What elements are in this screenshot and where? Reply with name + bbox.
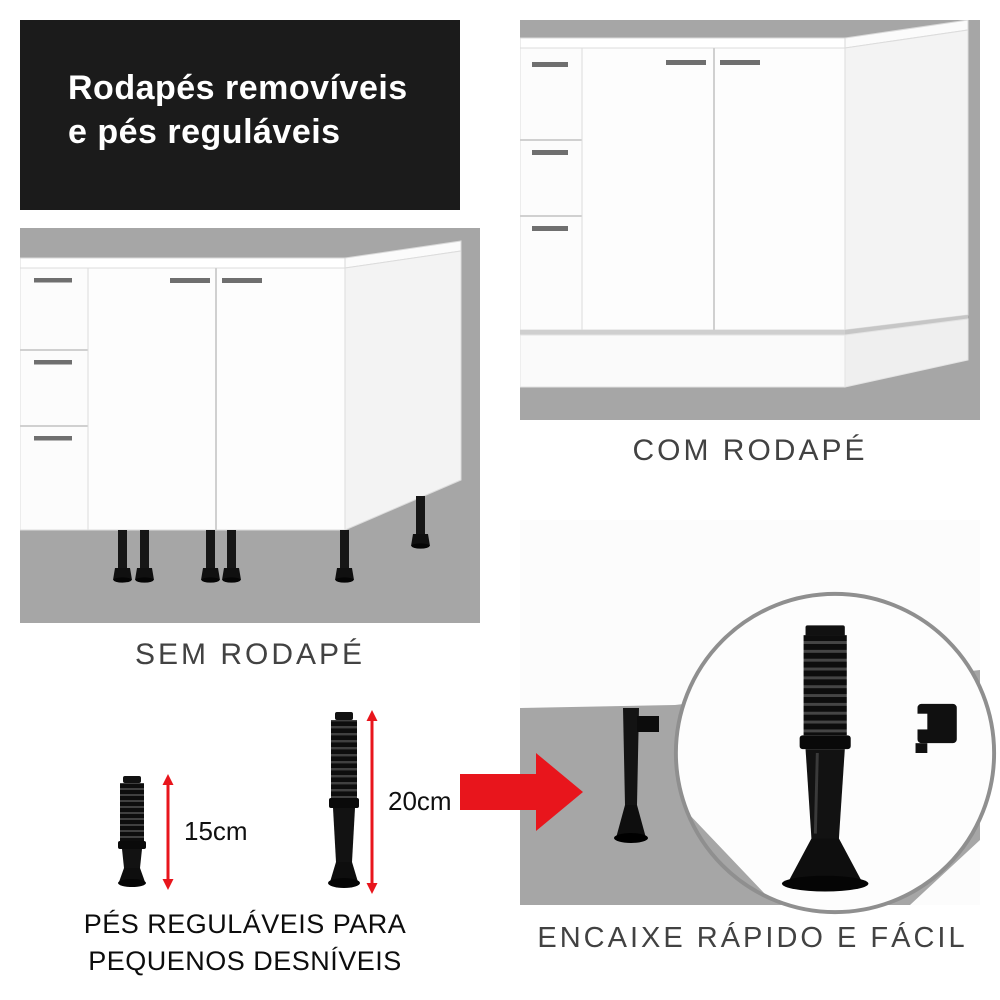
- panel-sem-rodape: [20, 228, 480, 623]
- label-encaixe: ENCAIXE RÁPIDO E FÁCIL: [537, 922, 968, 954]
- feet-caption-line-2: PEQUENOS DESNÍVEIS: [88, 946, 402, 976]
- short-foot-illustration: [112, 776, 152, 888]
- mounted-leg: [614, 708, 659, 843]
- title-banner: Rodapés removíveis e pés reguláveis: [20, 20, 460, 210]
- feet-caption: PÉS REGULÁVEIS PARA PEQUENOS DESNÍVEIS: [20, 906, 470, 980]
- banner-title-line-2: e pés reguláveis: [68, 113, 341, 151]
- label-sem-rodape: SEM RODAPÉ: [134, 638, 366, 671]
- cabinet-doors: [581, 47, 846, 331]
- quick-fit-clip: [909, 703, 957, 753]
- dimension-label-20cm: 20cm: [388, 786, 452, 816]
- cabinet-with-plinth-illustration: [520, 20, 980, 420]
- zoom-circle-inset: [670, 588, 1000, 918]
- label-com-rodape: COM RODAPÉ: [632, 434, 868, 467]
- banner-title-line-1: Rodapés removíveis: [68, 69, 408, 107]
- panel-com-rodape: [520, 20, 980, 420]
- dimension-line-15cm: [160, 774, 176, 890]
- adjustable-leg-closeup: [781, 625, 869, 892]
- cabinet-side: [844, 29, 969, 331]
- dimension-label-15cm: 15cm: [184, 816, 248, 846]
- drawer-unit: [520, 47, 583, 331]
- cabinet-no-plinth-illustration: [20, 228, 480, 623]
- feet-caption-line-1: PÉS REGULÁVEIS PARA: [83, 909, 407, 939]
- dimension-line-20cm: [364, 710, 380, 894]
- drawer-unit: [20, 267, 89, 531]
- red-arrow-right-icon: [460, 751, 585, 833]
- plinth: [520, 315, 969, 388]
- cabinet-side-strip: [910, 840, 980, 905]
- cabinet-side: [344, 250, 462, 531]
- cabinet-doors: [87, 267, 346, 531]
- tall-foot-illustration: [322, 712, 366, 892]
